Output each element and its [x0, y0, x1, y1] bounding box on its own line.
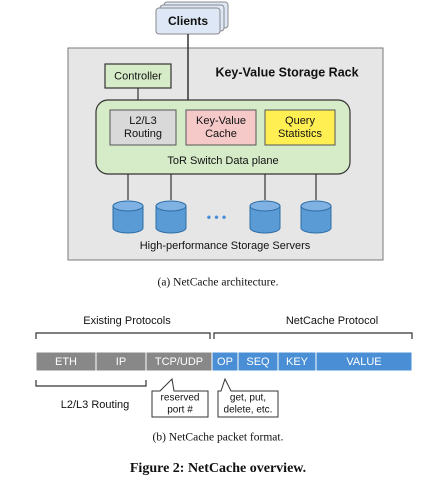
figure-title: Figure 2: NetCache overview.: [130, 461, 306, 476]
storage-servers: [112, 200, 332, 234]
caption-a: (a) NetCache architecture.: [158, 277, 279, 289]
field-label: TCP/UDP: [155, 356, 203, 368]
controller-label: Controller: [114, 70, 162, 82]
ops-label-1: get, put,: [230, 393, 266, 404]
ops-label-2: delete, etc.: [224, 405, 273, 416]
existing-protocols-label: Existing Protocols: [83, 315, 171, 327]
reserved-label-2: port #: [167, 405, 193, 416]
server-cylinder: [112, 200, 144, 234]
routing-label-1: L2/L3: [129, 115, 157, 127]
field-label: SEQ: [246, 356, 270, 368]
rack-title: Key-Value Storage Rack: [215, 65, 358, 79]
field-label: KEY: [286, 356, 309, 368]
routing-field-label: L2/L3 Routing: [61, 399, 130, 411]
top-brackets: [35, 332, 413, 339]
reserved-port-callout: reserved port #: [151, 377, 209, 418]
controller-box: [104, 63, 172, 89]
caption-b: (b) NetCache packet format.: [153, 432, 284, 444]
stats-label-1: Query: [285, 115, 315, 127]
clients-label: Clients: [168, 14, 208, 28]
field-label: VALUE: [346, 356, 381, 368]
operations-callout: get, put, delete, etc.: [217, 377, 279, 418]
server-cylinder: [155, 200, 187, 234]
field-label: OP: [217, 356, 233, 368]
stats-box: [264, 109, 336, 146]
stats-label-2: Statistics: [278, 128, 323, 140]
routing-box: [109, 109, 177, 146]
clients-stack: Clients: [155, 1, 229, 35]
cache-label-1: Key-Value: [196, 115, 246, 127]
routing-bracket: [35, 380, 147, 387]
field-label: IP: [116, 356, 126, 368]
switch-label: ToR Switch Data plane: [167, 155, 278, 167]
server-cylinder: [249, 200, 281, 234]
cache-box: [185, 109, 257, 146]
packet-fields: ETH IP TCP/UDP OP SEQ KEY VALUE: [35, 351, 413, 372]
server-cylinder: [300, 200, 332, 234]
reserved-label-1: reserved: [161, 393, 200, 404]
server-links: [127, 174, 317, 200]
servers-ellipsis: •••: [207, 209, 230, 224]
servers-label: High-performance Storage Servers: [140, 240, 311, 252]
netcache-protocol-label: NetCache Protocol: [286, 315, 378, 327]
field-label: ETH: [55, 356, 77, 368]
field-value: [315, 351, 413, 372]
routing-label-2: Routing: [124, 128, 162, 140]
cache-label-2: Cache: [205, 128, 237, 140]
